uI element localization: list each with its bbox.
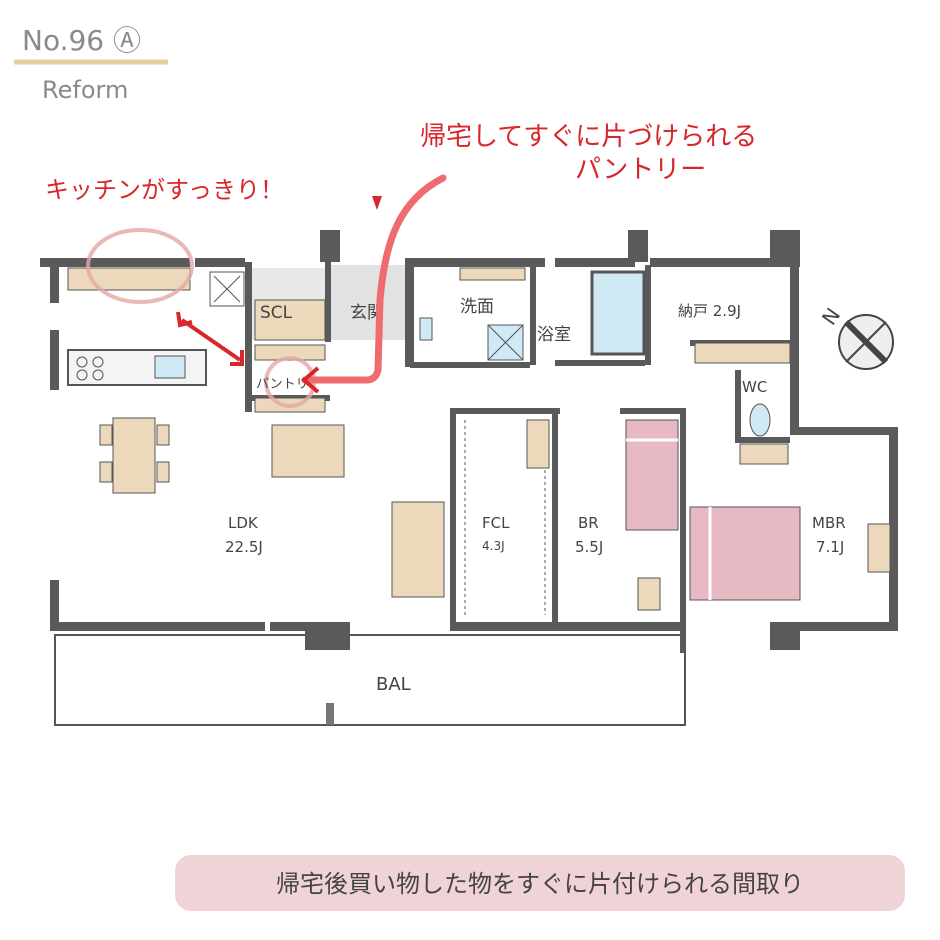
label-wc: WC xyxy=(742,378,767,396)
scl-shelf xyxy=(254,299,326,341)
wash-shelf xyxy=(459,267,526,281)
fcl-shelf xyxy=(526,419,550,469)
plan-subtitle: Reform xyxy=(42,76,128,104)
label-br-size: 5.5J xyxy=(575,538,603,556)
toilet xyxy=(749,403,771,437)
wc-shelf xyxy=(739,443,789,465)
label-fcl-size: 4.3J xyxy=(482,539,505,553)
balcony-outline xyxy=(54,634,686,726)
fcl-hanging-rails xyxy=(464,420,546,615)
label-entrance: 玄関 xyxy=(350,303,384,323)
balcony-divider xyxy=(326,703,334,725)
entrance-floor xyxy=(330,265,405,340)
sink xyxy=(154,355,186,379)
pantry-note-line1: 帰宅してすぐに片づけられる xyxy=(420,122,757,152)
label-scl: SCL xyxy=(260,303,293,323)
armchair xyxy=(271,424,345,478)
storage-shelf xyxy=(694,342,791,364)
compass-label: N xyxy=(817,303,845,329)
sofa xyxy=(391,501,445,598)
label-mbr-size: 7.1J xyxy=(816,538,844,556)
label-fcl: FCL xyxy=(482,514,510,532)
br-desk xyxy=(637,577,661,611)
pantry-note-line2: パントリー xyxy=(575,155,706,185)
label-storage: 納戸 2.9J xyxy=(678,302,741,320)
compass-icon: N xyxy=(817,303,894,370)
label-balcony: BAL xyxy=(376,674,411,695)
mbr-cabinet xyxy=(867,523,891,573)
label-mbr: MBR xyxy=(812,514,846,532)
label-bathroom: 浴室 xyxy=(537,325,571,345)
bathtub xyxy=(590,270,646,356)
wash-basin xyxy=(419,317,433,341)
kitchen-note: キッチンがすっきり！ xyxy=(45,176,284,204)
kitchen-upper-counter xyxy=(67,267,191,291)
dining-table xyxy=(112,417,156,494)
walls xyxy=(40,230,898,653)
pantry-arrowhead xyxy=(300,366,320,394)
caption-banner xyxy=(175,855,905,911)
plan-number: No.96 Ⓐ xyxy=(22,24,141,57)
entrance-marker-icon xyxy=(372,196,382,210)
stove-icon xyxy=(76,356,88,368)
br-bed xyxy=(625,419,679,531)
label-br: BR xyxy=(578,514,599,532)
pantry-route-arrow xyxy=(301,174,447,384)
mbr-bed xyxy=(689,506,801,601)
label-ldk-size: 22.5J xyxy=(225,538,263,556)
kitchen-highlight-circle xyxy=(86,228,194,304)
label-ldk: LDK xyxy=(228,514,259,532)
label-washroom: 洗面 xyxy=(460,297,494,317)
caption-text: 帰宅後買い物した物をすぐに片付けられる間取り xyxy=(276,870,804,898)
